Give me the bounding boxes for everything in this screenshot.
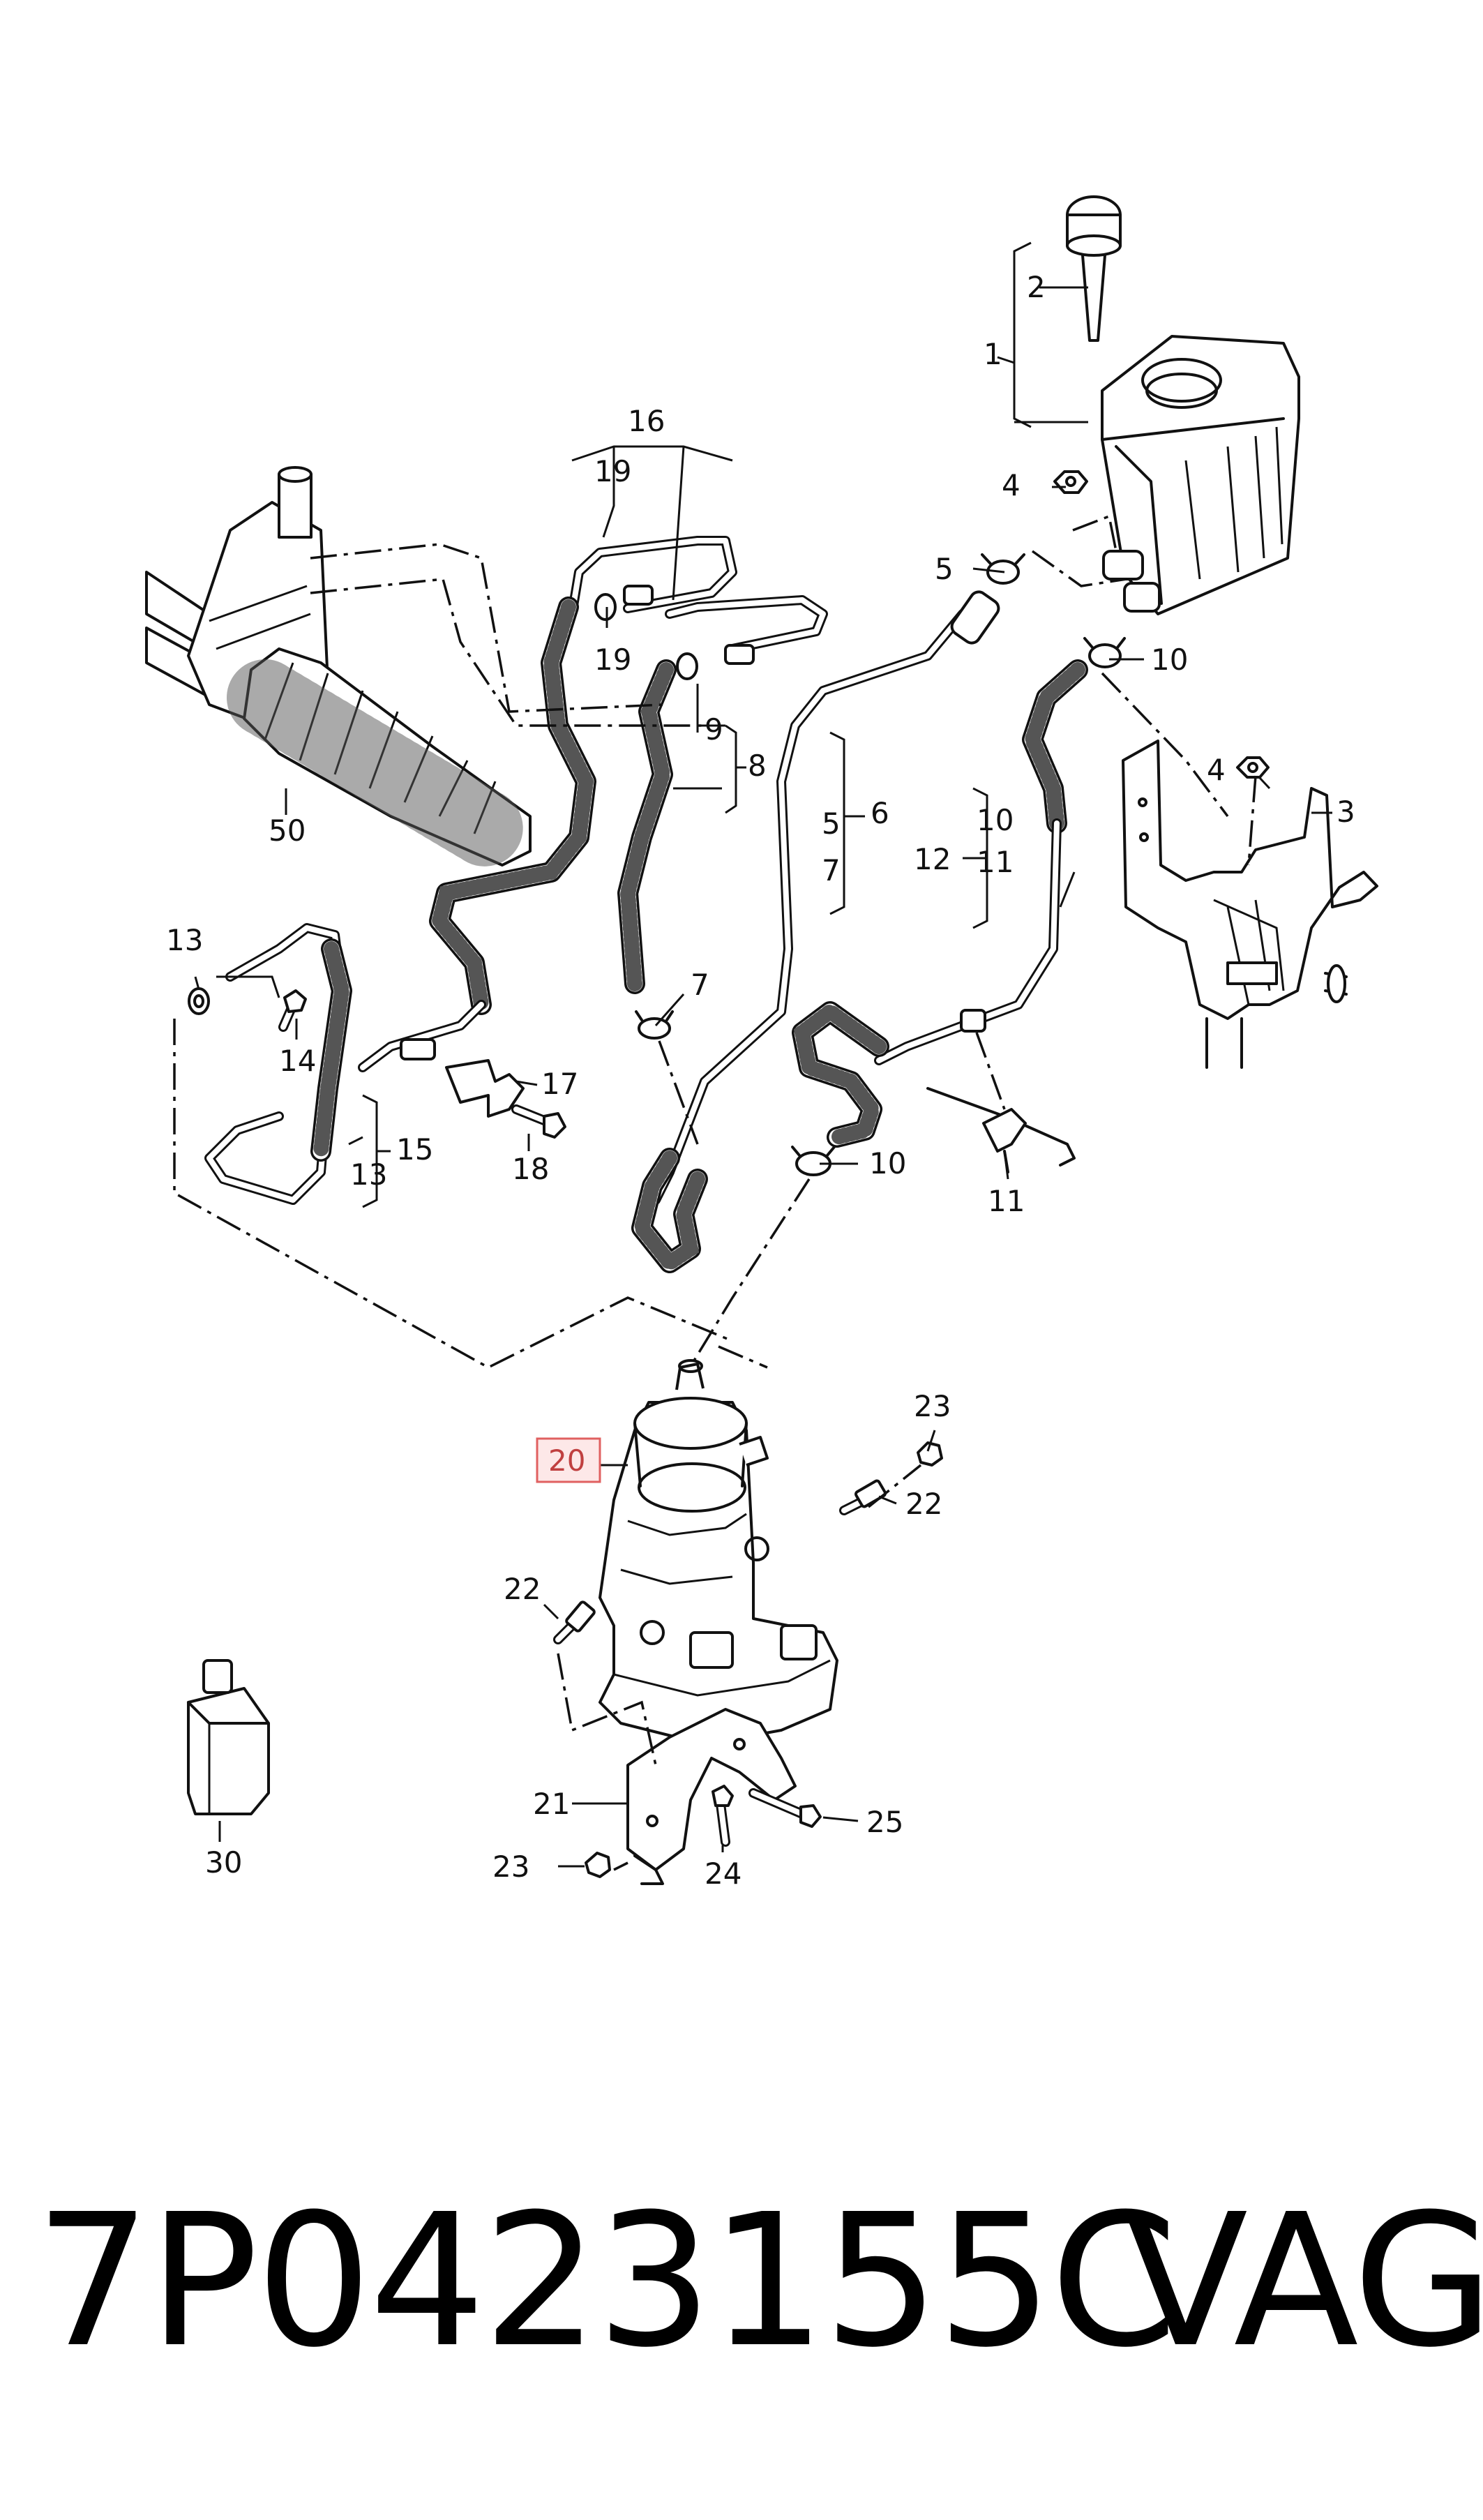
- hose-middle: [617, 659, 677, 994]
- label-7b: 7: [691, 968, 709, 1002]
- label-4a: 4: [1002, 468, 1021, 502]
- holder-11: [926, 1087, 1076, 1173]
- bolt-14: [278, 989, 307, 1032]
- nut-23-bottom: [585, 1852, 611, 1878]
- clamp-10-top: [1083, 637, 1126, 668]
- callout-labels: 2 1 4 5 10 4 3 10 12 11 6 5 7 8 9 16 19 …: [166, 270, 1355, 1891]
- part-number: 7P0423155C: [35, 2175, 1177, 2387]
- label-24: 24: [705, 1857, 742, 1891]
- label-16: 16: [628, 404, 665, 438]
- label-17: 17: [541, 1067, 578, 1101]
- label-25: 25: [866, 1805, 903, 1839]
- clamp-7: [635, 1010, 674, 1040]
- label-30: 30: [205, 1845, 242, 1880]
- label-1: 1: [984, 337, 1002, 371]
- nut-4b: [1236, 756, 1270, 779]
- label-12: 12: [914, 842, 951, 876]
- label-15: 15: [396, 1132, 433, 1167]
- return-line: [631, 590, 1000, 1273]
- bolt-24: [712, 1785, 734, 1847]
- label-22b: 22: [905, 1487, 942, 1521]
- label-11b: 11: [988, 1184, 1025, 1218]
- highlight-box-20: [536, 1437, 601, 1483]
- label-23b: 23: [492, 1850, 529, 1884]
- label-2: 2: [1027, 270, 1046, 304]
- label-14: 14: [279, 1044, 316, 1078]
- stud-22-right: [839, 1479, 887, 1515]
- bracket-21: [626, 1708, 797, 1885]
- clip-17: [445, 1059, 525, 1118]
- label-5a: 5: [935, 552, 954, 586]
- label-18: 18: [512, 1152, 549, 1186]
- footer: 7P0423155C VAG: [0, 2177, 1483, 2386]
- washer-13: [188, 987, 210, 1015]
- label-10b: 10: [977, 803, 1014, 837]
- label-4b: 4: [1207, 753, 1226, 787]
- label-13a: 13: [166, 923, 203, 957]
- label-10a: 10: [1151, 643, 1188, 677]
- clamp-10-bottom: [791, 1146, 836, 1176]
- hose-left: [429, 597, 596, 1015]
- label-9: 9: [705, 712, 723, 747]
- reservoir-cap-dipstick: [1066, 195, 1122, 342]
- pressure-line: [792, 659, 1088, 1148]
- label-6: 6: [871, 796, 889, 830]
- bracket-3: [1122, 740, 1378, 1069]
- stud-22-left: [553, 1600, 596, 1644]
- brand-name: VAG: [1123, 2175, 1483, 2387]
- label-23a: 23: [914, 1389, 951, 1423]
- label-20: 20: [548, 1443, 585, 1478]
- fluid-reservoir: [1101, 335, 1300, 615]
- label-3: 3: [1337, 795, 1355, 829]
- nut-23-top: [917, 1441, 943, 1467]
- bolt-18: [511, 1104, 566, 1139]
- label-10c: 10: [869, 1146, 906, 1180]
- label-22a: 22: [504, 1572, 541, 1606]
- bolt-25: [748, 1788, 822, 1828]
- leader-lines: [194, 241, 1332, 1868]
- clamp-5: [981, 553, 1025, 585]
- power-steering-pump: [599, 1359, 838, 1746]
- label-5b: 5: [822, 807, 841, 841]
- pipe-16: [567, 536, 828, 680]
- label-19a: 19: [594, 454, 631, 488]
- pipe-13-15: [204, 923, 486, 1205]
- label-50: 50: [269, 813, 306, 848]
- label-7a: 7: [822, 853, 841, 887]
- assembly-lines: [173, 514, 1257, 1871]
- label-19b: 19: [594, 643, 631, 677]
- label-11a: 11: [977, 845, 1014, 879]
- label-8: 8: [748, 749, 767, 783]
- rack-boot: [227, 647, 532, 869]
- nut-4a: [1053, 470, 1088, 494]
- label-13b: 13: [350, 1157, 387, 1192]
- label-21: 21: [533, 1787, 570, 1821]
- fluid-bottle: [187, 1659, 270, 1815]
